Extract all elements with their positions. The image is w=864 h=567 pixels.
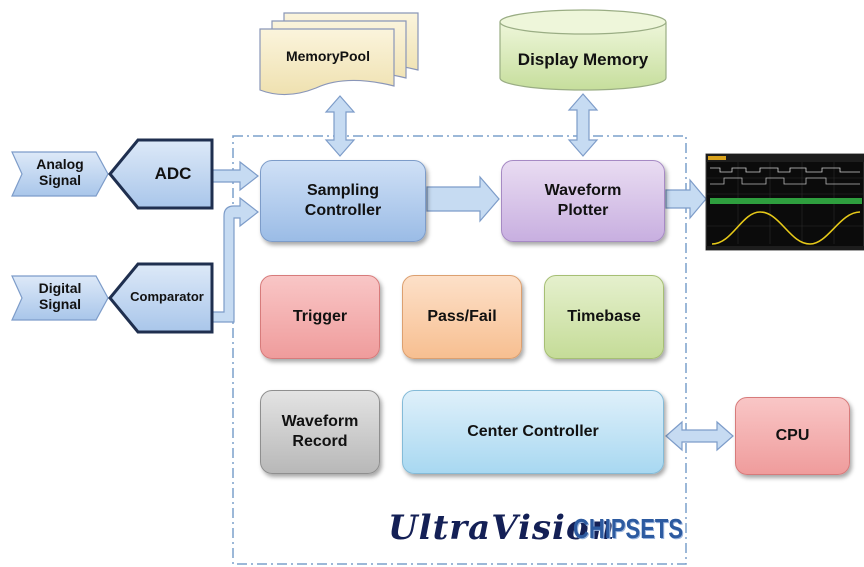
center-controller-label: Center Controller [467,423,599,440]
pass-fail-label: Pass/Fail [427,308,497,325]
trigger-block: Trigger [260,275,380,359]
waveform-record-label: Waveform Record [281,413,359,450]
timebase-block: Timebase [544,275,664,359]
memory-pool-label: MemoryPool [285,48,370,64]
sampling-controller-block: Sampling Controller [260,160,426,242]
analog-signal-label: Analog Signal [36,156,84,189]
displaymemory-plotter-arrow [567,93,599,157]
pass-fail-block: Pass/Fail [402,275,522,359]
oscilloscope-screen [705,153,864,251]
memorypool-sampling-arrow [324,95,356,157]
cpu-block: CPU [735,397,850,475]
comparator-to-sampling-arrow [209,196,259,323]
ultravision-logo: UltraVision [388,508,616,548]
waveform-plotter-label: Waveform Plotter [544,182,622,219]
adc-shape [108,138,214,210]
comparator-label: Comparator [130,289,204,304]
waveform-plotter-block: Waveform Plotter [501,160,665,242]
chipsets-logo: CHIPSETS [573,512,684,544]
center-controller-block: Center Controller [402,390,664,474]
digital-signal-label: Digital Signal [38,280,82,313]
sampling-to-plotter-arrow [426,175,500,223]
comparator-shape [108,262,214,334]
sampling-controller-label: Sampling Controller [304,182,382,219]
cpu-label: CPU [775,427,810,444]
memory-pool-shape [259,12,419,96]
plotter-to-screen-arrow [665,178,707,220]
digital-signal-shape [11,275,109,321]
display-memory-label: Display Memory [517,50,649,69]
adc-to-sampling-arrow [211,160,259,192]
waveform-record-block: Waveform Record [260,390,380,474]
adc-label: ADC [154,164,192,183]
chipset-frame [232,135,687,565]
display-memory-cylinder [499,9,667,91]
center-cpu-arrow [665,420,734,452]
trigger-label: Trigger [292,308,348,325]
timebase-label: Timebase [567,308,641,325]
analog-signal-shape [11,151,109,197]
